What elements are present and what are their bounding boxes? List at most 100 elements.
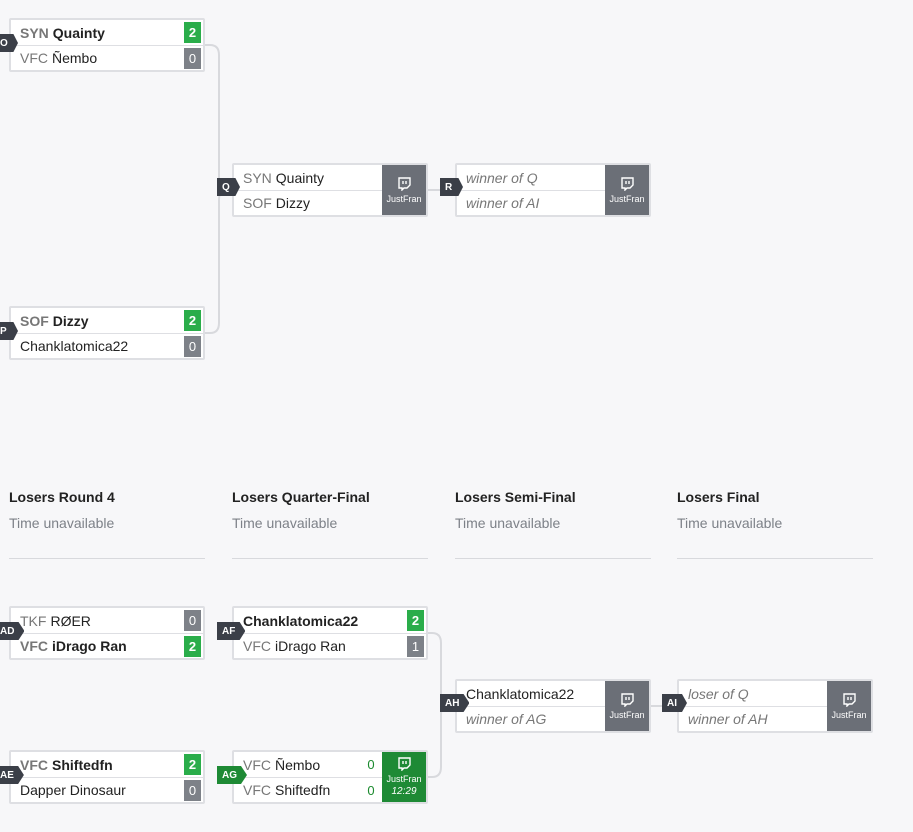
- round-header-losers-round-4: Losers Round 4 Time unavailable: [9, 489, 205, 559]
- player-name: Quainty: [275, 169, 325, 186]
- team-tag: VFC: [243, 756, 271, 773]
- player-name: Chanklatomica22: [20, 338, 129, 354]
- round-time: Time unavailable: [455, 515, 561, 531]
- match-ai-player2[interactable]: winner of AH: [679, 706, 871, 731]
- team-tag: SYN: [243, 169, 272, 186]
- team-tag: VFC: [20, 638, 48, 654]
- player-name: iDrago Ran: [52, 638, 127, 654]
- match-id-badge: AE: [0, 766, 24, 784]
- score: 0: [184, 779, 201, 801]
- match-id-badge: O: [0, 34, 18, 52]
- player-name: iDrago Ran: [275, 638, 346, 654]
- score: 2: [407, 610, 424, 631]
- placeholder: winner of AG: [466, 711, 547, 727]
- match-r[interactable]: winner of Q winner of AI JustFran: [455, 163, 651, 217]
- match-ah-player2[interactable]: winner of AG: [457, 706, 649, 731]
- stream-name: JustFran: [831, 709, 867, 720]
- team-tag: VFC: [20, 50, 48, 66]
- score: 2: [184, 754, 201, 775]
- round-title: Losers Semi-Final: [455, 489, 576, 505]
- placeholder: loser of Q: [688, 685, 749, 702]
- stream-name: JustFran: [609, 193, 645, 204]
- stream-button[interactable]: JustFran: [827, 681, 871, 731]
- score: 0: [184, 335, 201, 357]
- player-name: Dapper Dinosaur: [20, 782, 126, 798]
- stream-button[interactable]: JustFran: [382, 165, 426, 215]
- round-header-losers-semi-final: Losers Semi-Final Time unavailable: [455, 489, 651, 559]
- stream-button[interactable]: JustFran 12:29: [382, 752, 426, 802]
- placeholder: winner of Q: [466, 169, 538, 186]
- team-tag: TKF: [20, 612, 47, 629]
- score: 0: [367, 757, 375, 772]
- twitch-icon: [621, 176, 634, 191]
- player-name: Quainty: [52, 24, 105, 41]
- score: 2: [184, 635, 201, 657]
- match-ai-player1[interactable]: loser of Q: [679, 681, 871, 706]
- twitch-icon: [398, 176, 411, 191]
- score: 0: [184, 47, 201, 69]
- team-tag: VFC: [20, 756, 48, 773]
- player-name: Dizzy: [275, 195, 311, 211]
- match-id-badge: Q: [217, 178, 240, 196]
- match-ae-player2[interactable]: Dapper Dinosaur 0: [11, 777, 203, 802]
- round-header-losers-quarter-final: Losers Quarter-Final Time unavailable: [232, 489, 428, 559]
- stream-button[interactable]: JustFran: [605, 681, 649, 731]
- match-ah-player1[interactable]: Chanklatomica22: [457, 681, 649, 706]
- match-p-player2[interactable]: Chanklatomica22 0: [11, 333, 203, 358]
- match-af-player1[interactable]: Chanklatomica22 2: [234, 608, 426, 633]
- match-id-badge: AF: [217, 622, 246, 640]
- team-tag: SOF: [243, 195, 272, 211]
- match-id-badge: P: [0, 322, 18, 340]
- score: 1: [407, 635, 424, 657]
- twitch-icon: [398, 757, 411, 771]
- stream-button[interactable]: JustFran: [605, 165, 649, 215]
- stream-name: JustFran: [609, 709, 645, 720]
- score: 0: [367, 782, 375, 798]
- player-name: Chanklatomica22: [243, 612, 359, 629]
- team-tag: SYN: [20, 24, 49, 41]
- round-header-losers-final: Losers Final Time unavailable: [677, 489, 873, 559]
- score: 0: [184, 610, 201, 631]
- round-title: Losers Quarter-Final: [232, 489, 370, 505]
- round-title: Losers Round 4: [9, 489, 115, 505]
- score: 2: [184, 310, 201, 331]
- placeholder: winner of AH: [688, 711, 768, 727]
- player-name: Shiftedfn: [275, 782, 331, 798]
- round-title: Losers Final: [677, 489, 760, 505]
- player-name: RØER: [50, 612, 91, 629]
- twitch-icon: [843, 692, 856, 707]
- stream-name: JustFran: [386, 193, 422, 204]
- round-time: Time unavailable: [677, 515, 783, 531]
- player-name: Chanklatomica22: [466, 685, 575, 702]
- team-tag: VFC: [243, 638, 271, 654]
- player-name: Ñembo: [275, 756, 321, 773]
- match-ah[interactable]: Chanklatomica22 winner of AG JustFran: [455, 679, 651, 733]
- match-ai[interactable]: loser of Q winner of AH JustFran: [677, 679, 873, 733]
- round-time: Time unavailable: [232, 515, 338, 531]
- match-r-player2[interactable]: winner of AI: [457, 190, 649, 215]
- match-time: 12:29: [391, 786, 417, 797]
- team-tag: SOF: [20, 312, 49, 329]
- match-id-badge: AH: [440, 694, 470, 712]
- score: 2: [184, 22, 201, 43]
- match-r-player1[interactable]: winner of Q: [457, 165, 649, 190]
- player-name: Dizzy: [52, 312, 89, 329]
